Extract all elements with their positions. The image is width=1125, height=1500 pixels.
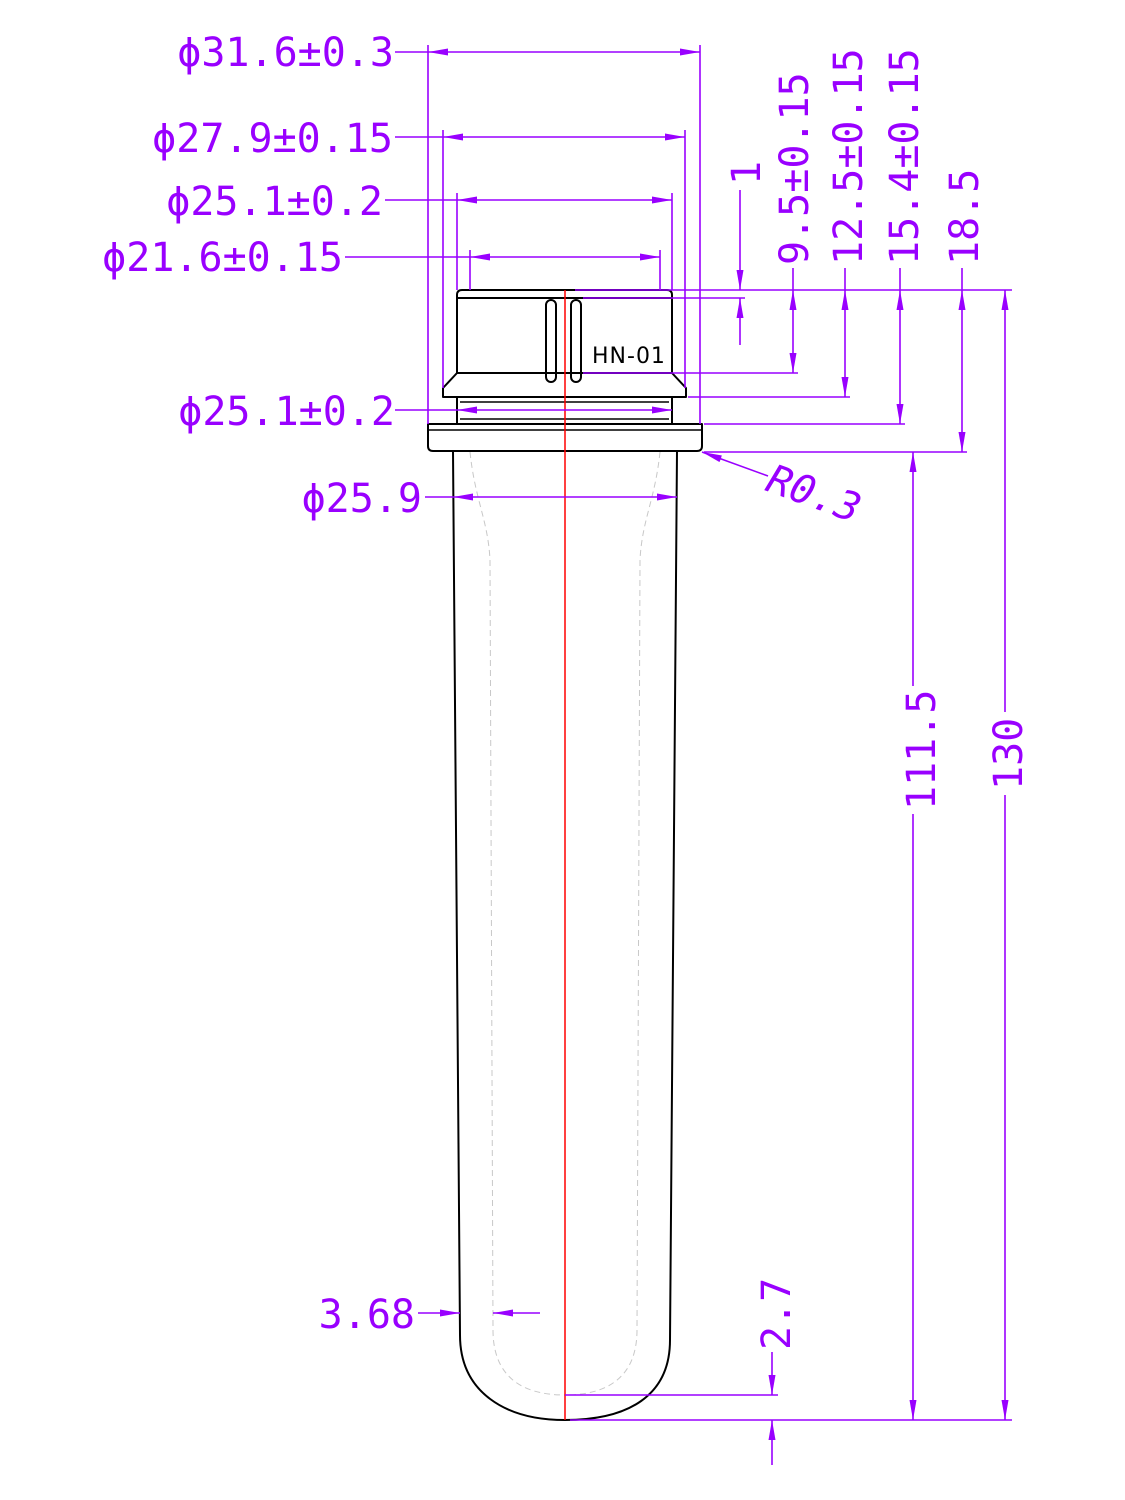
radius-leader [701,451,769,477]
dim-label-thread-lower: ϕ25.1±0.2 [178,389,395,435]
part-mark: HN-01 [592,344,666,369]
inner-wall-left [469,451,566,1396]
dim-label-wall: 3.68 [319,1292,415,1338]
misc-dimensions: 3.68 R0.3 [319,451,867,1338]
dim-label-thread-height: 9.5±0.15 [772,72,818,265]
preform-outline: HN-01 [427,289,703,1421]
inner-wall-right [564,451,661,1396]
dim-label-support-height: 12.5±0.15 [826,48,872,265]
dim-label-finish-height: 18.5 [942,169,988,265]
thread-tab-left [545,299,557,383]
flange [427,423,703,452]
dim-label-lip: 1 [724,161,770,185]
dim-label-flange: ϕ31.6±0.3 [177,30,394,76]
dim-label-thread-upper: ϕ25.1±0.2 [166,179,383,225]
dim-label-support: ϕ27.9±0.15 [152,116,393,162]
thread-tab-right [570,299,582,383]
dim-label-root: ϕ21.6±0.15 [102,235,343,281]
dim-label-body-height: 111.5 [899,690,945,810]
dim-label-bottom: 2.7 [754,1278,800,1350]
dim-label-radius: R0.3 [761,456,867,532]
height-dimensions: 1 9.5±0.15 12.5±0.15 15.4±0.15 18.5 111.… [565,48,1032,1465]
dim-label-neck-height: 15.4±0.15 [882,48,928,265]
dim-label-total-height: 130 [986,718,1032,790]
diameter-dimensions: ϕ31.6±0.3 ϕ27.9±0.15 ϕ25.1±0.2 ϕ21.6±0.1… [102,30,701,522]
dim-label-body: ϕ25.9 [302,476,422,522]
